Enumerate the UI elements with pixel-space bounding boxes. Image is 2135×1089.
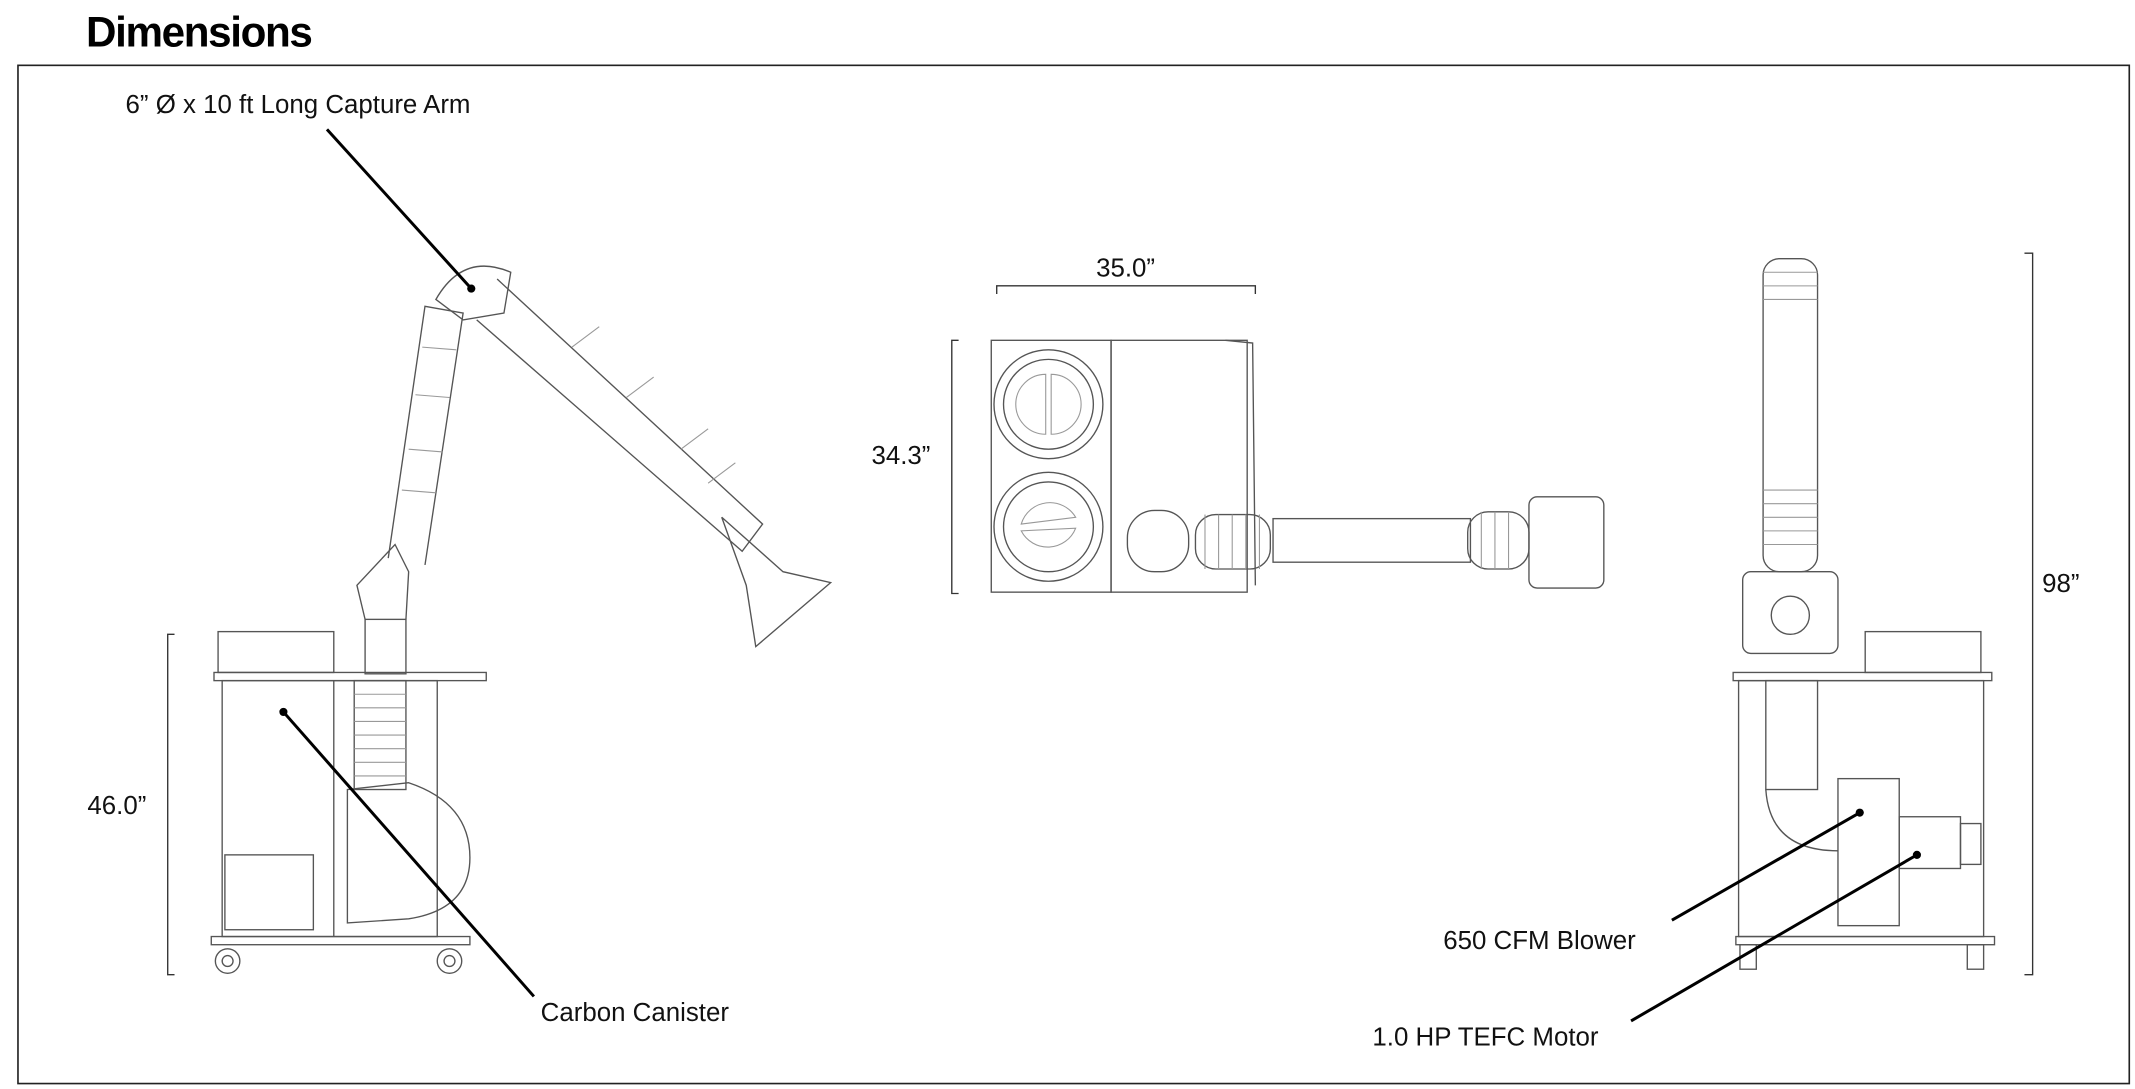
carbon-canister-leader (282, 710, 536, 998)
overall-height-dimension-line (2024, 252, 2034, 976)
page-title: Dimensions (86, 8, 312, 55)
capture-arm-leader (325, 128, 473, 290)
motor-label: 1.0 HP TEFC Motor (1372, 1023, 1598, 1051)
carbon-canister-label: Carbon Canister (541, 999, 730, 1027)
side-view-drawing (210, 265, 833, 974)
blower-leader (1671, 811, 1861, 922)
front-view-drawing (1732, 257, 1996, 970)
capture-arm-label: 6” Ø x 10 ft Long Capture Arm (126, 91, 471, 119)
top-width-label: 35.0” (1096, 254, 1155, 282)
top-depth-label: 34.3” (871, 442, 930, 470)
motor-leader (1630, 853, 1918, 1023)
overall-height-label: 98” (2042, 570, 2079, 598)
diagram-frame (17, 64, 2131, 1085)
top-depth-dimension-line (951, 339, 959, 595)
motor-leader-dot (1912, 850, 1922, 859)
blower-leader-dot (1855, 808, 1864, 817)
cabinet-height-dimension-line (167, 633, 175, 976)
carbon-canister-leader-dot (279, 707, 288, 717)
cabinet-height-label: 46.0” (87, 792, 146, 820)
capture-arm-leader-dot (467, 284, 476, 293)
blower-label: 650 CFM Blower (1443, 927, 1636, 955)
top-width-dimension-line (996, 285, 1257, 295)
top-view-drawing (990, 339, 1605, 593)
